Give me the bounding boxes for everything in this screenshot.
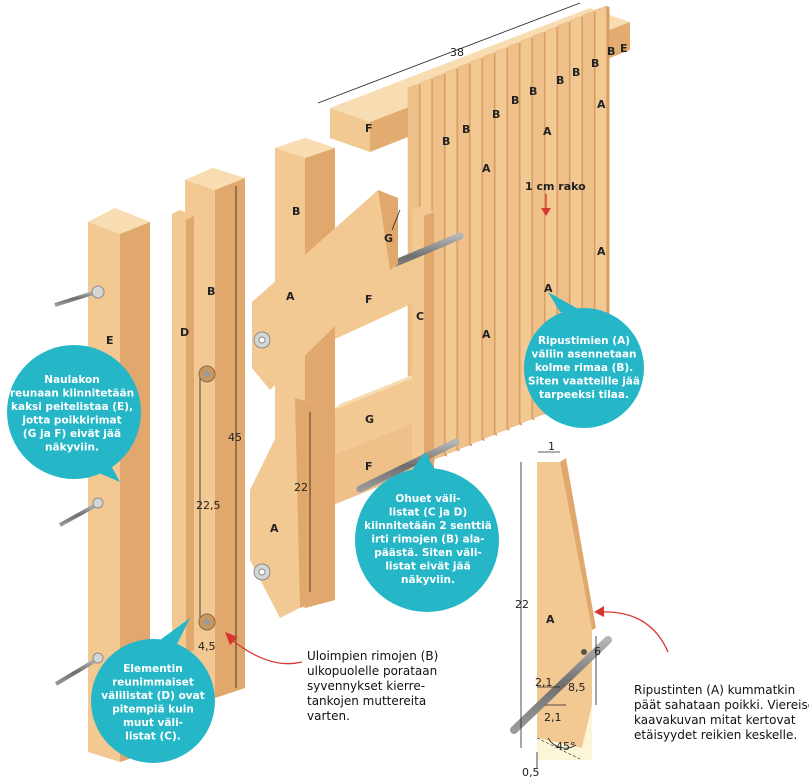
back-label-e: E [620, 42, 628, 55]
back-label-b: B [572, 66, 580, 79]
slat-edge [606, 6, 610, 389]
label-f-top: F [365, 122, 373, 135]
nails [54, 285, 105, 686]
back-label-a: A [482, 162, 491, 175]
hanger-a-lower [250, 398, 315, 618]
dim-38: 38 [317, 2, 581, 104]
back-label-a: A [597, 245, 606, 258]
dim-4-5: 4,5 [198, 640, 216, 653]
strip-d [172, 210, 194, 654]
gap-callout: 1 cm rako [525, 180, 586, 216]
back-label-b: B [607, 45, 615, 58]
slat [457, 62, 470, 450]
dim-38-label: 38 [450, 46, 464, 59]
bubble-center: Ohuet väli-listat (C ja D)kiinnitetään 2… [355, 452, 499, 612]
detail-dim-22: 22 [515, 598, 529, 611]
detail-dim-2-1-a: 2,1 [535, 676, 553, 689]
label-g-low: G [365, 413, 374, 426]
back-label-b: B [462, 123, 470, 136]
note-middle: Uloimpien rimojen (B)ulkopuolelle porata… [225, 632, 438, 723]
back-label-a: A [482, 328, 491, 341]
label-a-lower: A [270, 522, 279, 535]
back-label-b: B [529, 85, 537, 98]
detail-dim-0-5: 0,5 [522, 766, 540, 777]
back-label-b: B [442, 135, 450, 148]
label-b-middle: B [292, 205, 300, 218]
slat [432, 73, 445, 460]
label-b-left: B [207, 285, 215, 298]
back-label-a: A [543, 125, 552, 138]
back-label-b: B [556, 74, 564, 87]
label-e: E [106, 334, 114, 347]
back-label-a: A [544, 282, 553, 295]
hanger-a-upper [252, 190, 398, 390]
label-a-upper: A [286, 290, 295, 303]
cover-strip-e [88, 208, 150, 762]
washers-a [253, 331, 271, 581]
back-label-a: A [597, 98, 606, 111]
detail-dim-8-5: 8,5 [568, 681, 586, 694]
svg-text:Ohuet väli-listat (C ja D)kiin: Ohuet väli-listat (C ja D)kiinnitetään 2… [364, 493, 492, 586]
recesses-b [198, 365, 216, 631]
dim-22-5: 22,5 [196, 499, 221, 512]
label-f-low: F [365, 460, 373, 473]
svg-text:Uloimpien rimojen (B)ulkopuole: Uloimpien rimojen (B)ulkopuolelle porata… [307, 649, 438, 723]
back-label-b: B [591, 57, 599, 70]
label-d: D [180, 326, 189, 339]
strip-c [412, 206, 434, 524]
back-label-b: B [492, 108, 500, 121]
label-g-upper: G [384, 232, 393, 245]
detail-dim-2-1-b: 2,1 [544, 711, 562, 724]
label-f-mid: F [365, 293, 373, 306]
gap-label: 1 cm rako [525, 180, 586, 193]
back-label-b: B [511, 94, 519, 107]
slat [495, 47, 507, 434]
label-c: C [416, 310, 424, 323]
detail-hanger [510, 451, 612, 768]
detail-angle-45: 45° [556, 740, 576, 753]
dim-45: 45 [228, 431, 242, 444]
detail-dim-1: 1 [548, 440, 555, 453]
dim-22: 22 [294, 481, 308, 494]
slat [445, 68, 457, 455]
slat [470, 57, 482, 445]
detail-label-a: A [546, 613, 555, 626]
detail-dim-6: 6 [594, 645, 601, 658]
